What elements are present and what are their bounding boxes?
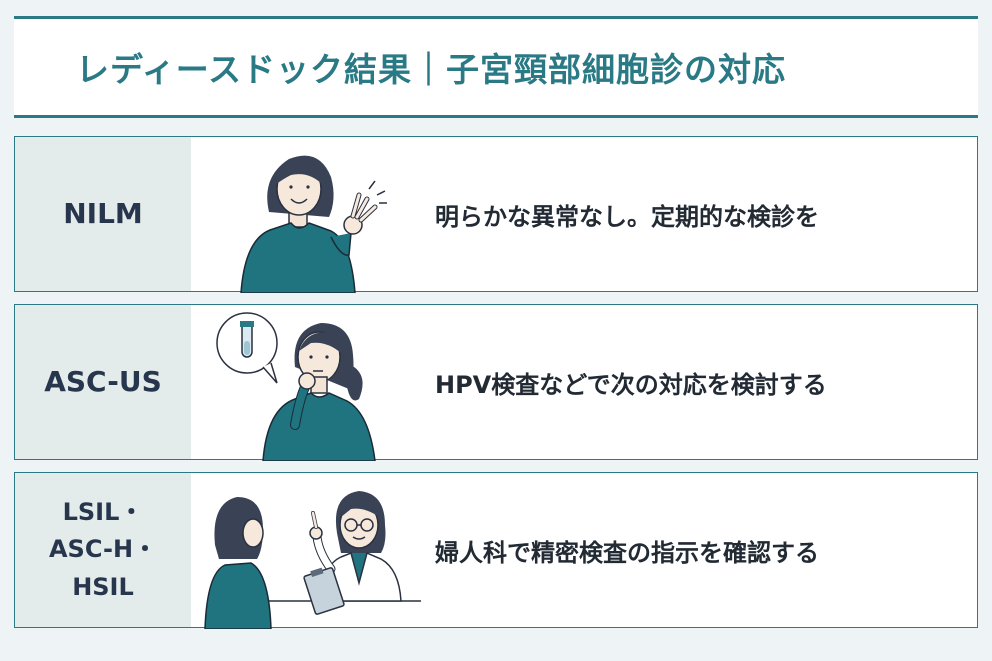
result-label-line: ASC-H・ [48, 535, 158, 564]
result-row-lsil-asc-h-hsil: LSIL・ ASC-H・ HSIL [14, 472, 978, 629]
title-bar: レディースドック結果｜子宮頸部細胞診の対応 [14, 16, 978, 118]
result-label-line: HSIL [72, 572, 134, 601]
result-row-asc-us: ASC-US [14, 304, 978, 461]
result-label: NILM [15, 137, 191, 291]
doctor-consultation-illustration [191, 473, 421, 629]
result-label-line: ASC-US [44, 365, 162, 398]
result-row-nilm: NILM 明らかな異常なし。定期的な検診を [14, 136, 978, 293]
woman-thinking-illustration [191, 305, 421, 461]
result-label: ASC-US [15, 305, 191, 459]
woman-ok-gesture-illustration [191, 137, 421, 293]
result-description: 明らかな異常なし。定期的な検診を [435, 202, 819, 231]
result-label-line: NILM [63, 197, 143, 230]
test-tube-icon [240, 321, 254, 358]
result-label: LSIL・ ASC-H・ HSIL [15, 473, 191, 627]
result-description: 婦人科で精密検査の指示を確認する [435, 538, 819, 567]
clipboard-icon [303, 567, 345, 615]
page-title: レディースドック結果｜子宮頸部細胞診の対応 [76, 50, 787, 89]
result-label-line: LSIL・ [62, 498, 144, 527]
result-description: HPV検査などで次の対応を検討する [435, 370, 827, 399]
